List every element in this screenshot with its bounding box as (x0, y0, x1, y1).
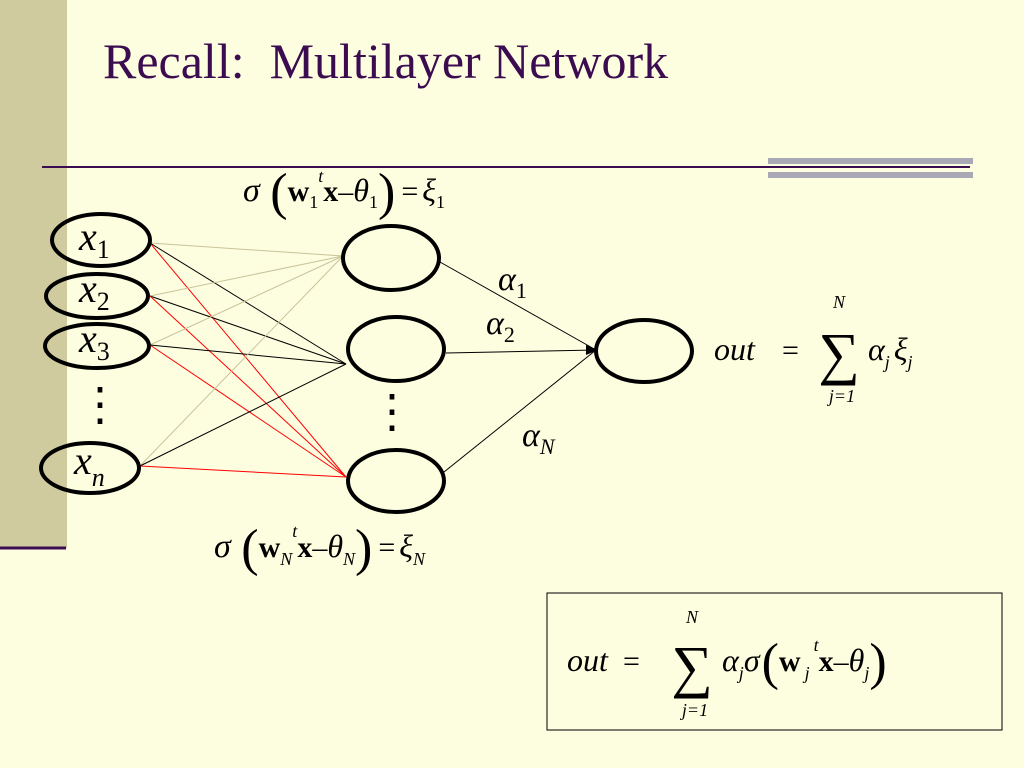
svg-text:j=1: j=1 (827, 386, 855, 406)
edge-xn-h1 (139, 255, 344, 467)
edge-x1-h2 (149, 242, 347, 365)
edge-x2-h2 (149, 295, 347, 365)
edge-xn-hn (139, 465, 347, 478)
input-node-x3 (43, 322, 151, 370)
equation-hidden-1: σ (w1tx–θ1)=ξ1 (243, 164, 445, 221)
weight-label-alpha-2: α2 (486, 305, 515, 347)
input-ellipsis: ⋮ (77, 379, 123, 430)
input-node-x1 (50, 212, 152, 268)
input-label-xn: xn (73, 438, 105, 492)
hidden-node-2 (346, 315, 446, 383)
equation-hidden-n: σ (wNtx–θN)=ξN (214, 520, 426, 577)
hidden-output-edges (439, 261, 597, 473)
sidebar-decoration (0, 0, 67, 548)
weight-label-alpha-1: α1 (498, 261, 527, 303)
svg-text:j=1: j=1 (680, 700, 708, 720)
edge-x3-hn (149, 344, 347, 478)
edge-x2-hn (149, 295, 347, 478)
output-arrowhead (586, 345, 598, 355)
edge-x1-h1 (149, 242, 344, 257)
svg-text:∑: ∑ (818, 321, 859, 386)
formula-box (546, 592, 1003, 731)
hidden-node-1 (341, 224, 441, 292)
input-node-x2 (44, 272, 150, 320)
svg-text:N: N (685, 607, 699, 627)
nodes (39, 212, 694, 514)
svg-text:=: = (782, 334, 799, 367)
svg-text:∑: ∑ (671, 634, 712, 699)
svg-text:σ (w1tx–θ1)=ξ1: σ (w1tx–θ1)=ξ1 (243, 164, 445, 221)
input-node-xn (39, 441, 141, 495)
input-hidden-edges (139, 242, 347, 478)
edge-xn-h2 (139, 363, 347, 467)
input-label-x3: x3 (78, 316, 110, 366)
slide-title: Recall: Multilayer Network (103, 33, 669, 89)
output-node (594, 318, 694, 384)
svg-text:out: out (567, 642, 609, 678)
svg-text:N: N (832, 292, 846, 312)
edge-hn-out (443, 349, 597, 473)
edge-x2-h1 (149, 255, 344, 297)
svg-text:σ (wNtx–θN)=ξN: σ (wNtx–θN)=ξN (214, 520, 426, 577)
edge-h1-out (439, 261, 597, 351)
weight-label-alpha-n: αN (522, 417, 556, 459)
edge-x1-hn (149, 242, 347, 478)
input-label-x1: x1 (78, 214, 110, 264)
input-label-x2: x2 (78, 266, 110, 316)
title-rule-accent (768, 158, 973, 164)
hidden-ellipsis: ⋮ (369, 386, 415, 437)
svg-text:=: = (623, 645, 640, 678)
edge-x3-h1 (149, 255, 344, 346)
hidden-node-n (346, 448, 446, 514)
title-rule-accent-lower (768, 172, 973, 178)
svg-text:out: out (714, 331, 756, 367)
edge-h2-out (445, 349, 597, 354)
